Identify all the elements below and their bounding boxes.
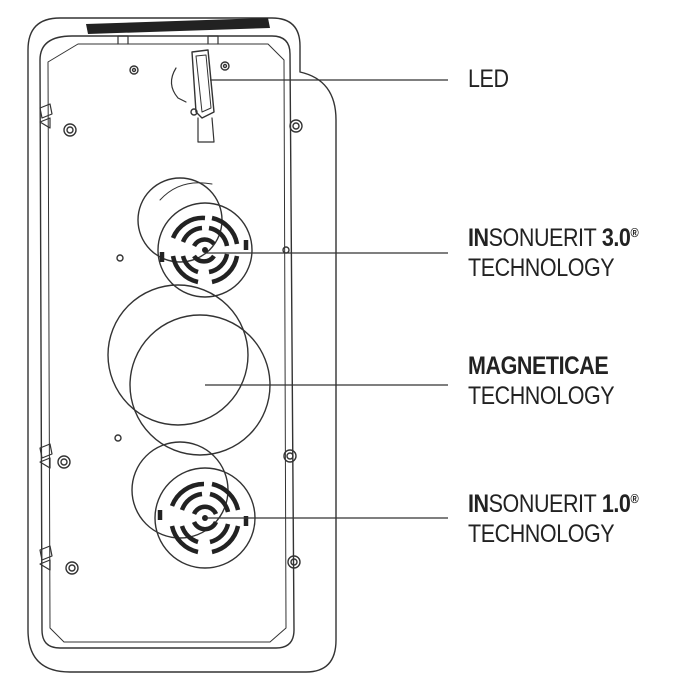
label-insonuerit-1: INSONUERIT 1.0® TECHNOLOGY [468, 484, 639, 549]
clip-left-bot [39, 545, 53, 571]
label-led: LED [468, 64, 509, 94]
led-lens [195, 54, 212, 113]
label-insonuerit-3-mark: ® [630, 225, 639, 240]
label-led-text: LED [468, 65, 509, 93]
module-3-back [137, 177, 223, 263]
label-insonuerit-1-prefix: IN [468, 490, 489, 518]
label-insonuerit-3-prefix: IN [468, 224, 489, 252]
vent-pattern-lower [157, 481, 249, 555]
label-magneticae-title: MAGNETICAE [468, 352, 609, 380]
magnet-back [107, 284, 249, 426]
plate-inner-edge [47, 43, 287, 643]
clip-left-mid [39, 443, 53, 469]
clip-top-right [207, 35, 219, 45]
label-insonuerit-3-sub: TECHNOLOGY [468, 254, 615, 282]
led-bracket [170, 67, 187, 103]
label-insonuerit-1-version: 1.0 [601, 490, 631, 518]
led-body [191, 49, 215, 119]
label-insonuerit-3: INSONUERIT 3.0® TECHNOLOGY [468, 218, 639, 283]
back-plate [39, 35, 295, 649]
label-insonuerit-3-name: SONUERIT [488, 224, 597, 252]
label-insonuerit-1-mark: ® [630, 491, 639, 506]
label-magneticae: MAGNETICAE TECHNOLOGY [468, 351, 615, 411]
clip-top-left [117, 35, 129, 45]
top-bar [86, 18, 270, 34]
label-insonuerit-1-sub: TECHNOLOGY [468, 520, 615, 548]
label-magneticae-sub: TECHNOLOGY [468, 382, 615, 410]
label-insonuerit-1-name: SONUERIT [488, 490, 597, 518]
label-insonuerit-3-version: 3.0 [601, 224, 631, 252]
led-base [197, 117, 215, 143]
housing-outer [27, 17, 337, 673]
clip-left-top [39, 103, 53, 129]
vent-pattern-upper [159, 215, 249, 285]
module-3-front [157, 202, 253, 298]
